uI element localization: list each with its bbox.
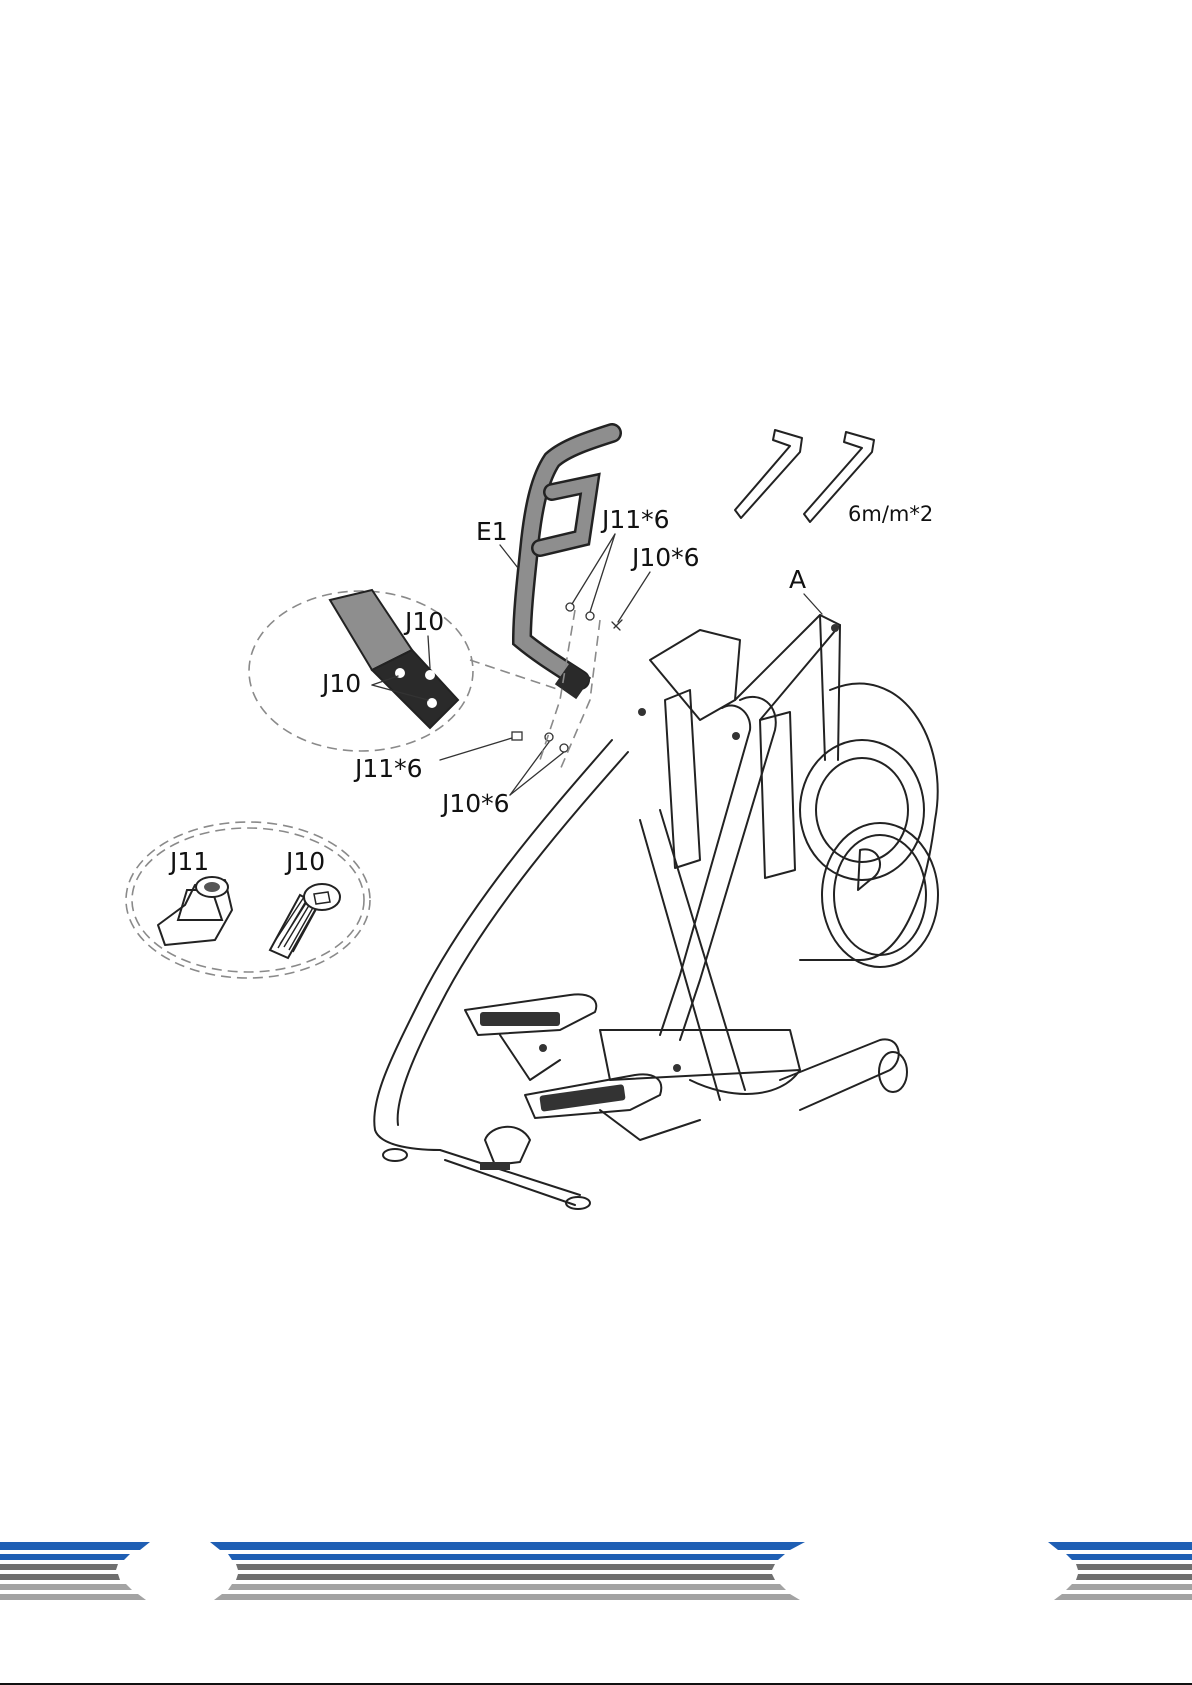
parts-detail-bubble	[126, 822, 370, 978]
elliptical-trainer-illustration	[374, 615, 938, 1209]
upper-j10-label: J10*6	[630, 543, 700, 572]
frame-label: A	[789, 565, 806, 594]
allen-key-label: 6m/m*2	[848, 502, 933, 526]
lower-j11-label: J11*6	[353, 754, 423, 783]
detail-j10-top-label: J10	[403, 607, 444, 636]
j10-bolt-icon	[270, 884, 340, 958]
pedal-grip-upper	[480, 1012, 560, 1026]
footer-stripe-band	[0, 1542, 1192, 1600]
parts-j10-label: J10	[284, 847, 325, 876]
detail-j10-side-label: J10	[320, 669, 361, 698]
upper-j11-label: J11*6	[600, 505, 670, 534]
handlebar-label: E1	[476, 517, 508, 546]
parts-j11-label: J11	[168, 847, 209, 876]
lower-j10-label: J10*6	[440, 789, 510, 818]
pedal-grip-lower	[539, 1084, 625, 1112]
